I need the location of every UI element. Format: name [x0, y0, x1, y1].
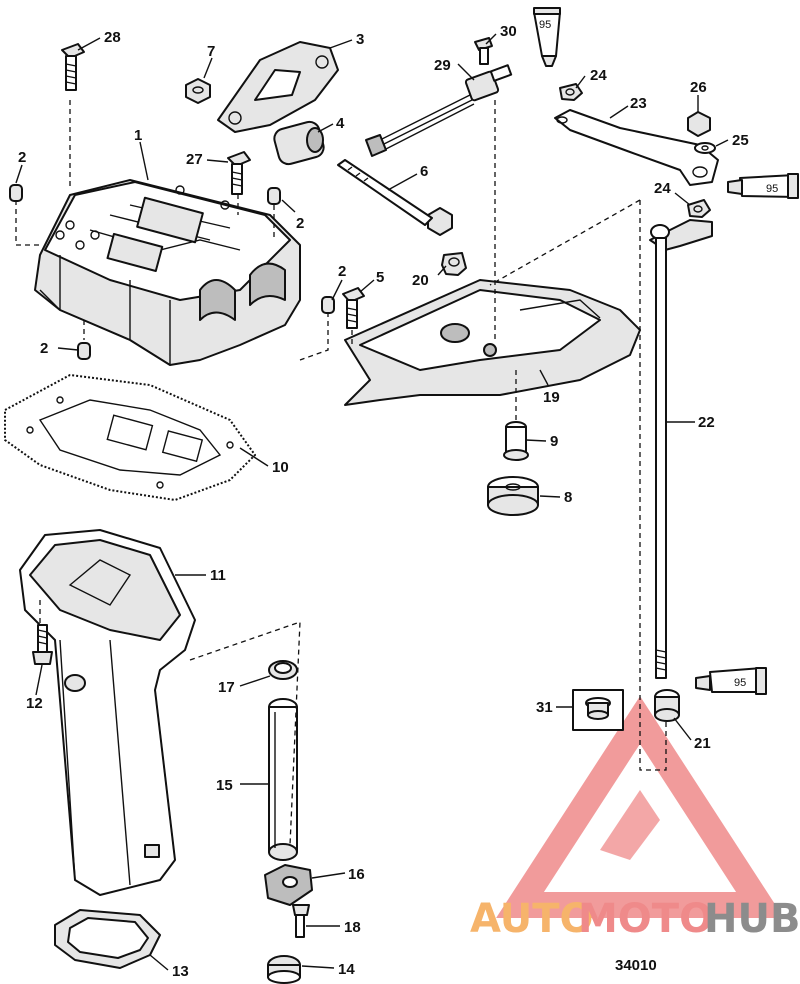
bushing-part-8 [487, 476, 539, 516]
callout-30: 30 [500, 23, 517, 40]
callout-2-c: 2 [338, 263, 346, 280]
screw-part-5 [342, 287, 365, 329]
callout-2-b: 2 [296, 215, 304, 232]
callout-25: 25 [732, 132, 749, 149]
seal-housing-part-16 [264, 864, 313, 906]
bushing-part-21 [654, 689, 680, 722]
callout-2-a: 2 [18, 149, 26, 166]
watermark-text-auto: AUTO [470, 896, 594, 942]
callout-2-d: 2 [40, 340, 48, 357]
callout-18: 18 [344, 919, 361, 936]
callout-31: 31 [536, 699, 553, 716]
callout-20: 20 [412, 272, 429, 289]
callout-9: 9 [550, 433, 558, 450]
callout-26: 26 [690, 79, 707, 96]
lubricant-tube-2-label: 95 [766, 183, 778, 195]
callout-28: 28 [104, 29, 121, 46]
callout-4: 4 [336, 115, 345, 132]
callout-labels: 28 1 2 2 2 2 3 7 4 6 27 5 20 19 9 8 10 1… [18, 23, 749, 980]
sensor-part-29 [365, 64, 513, 157]
dowel-pin-a-part-2 [9, 184, 23, 202]
nut-part-24-lower [687, 199, 711, 218]
callout-1: 1 [134, 127, 142, 144]
dowel-pin-b-part-2 [267, 187, 281, 205]
callout-14: 14 [338, 961, 355, 978]
driveshaft-housing-part-11 [19, 529, 196, 896]
grommet-part-14 [267, 955, 301, 984]
callout-29: 29 [434, 57, 451, 74]
callout-16: 16 [348, 866, 365, 883]
callout-7: 7 [207, 43, 215, 60]
screw-part-28 [61, 43, 85, 91]
tray-part-19 [344, 279, 641, 406]
lubricant-tube-1: 95 [533, 7, 561, 67]
watermark-text-hub: HUB [704, 896, 800, 942]
screw-part-6 [337, 159, 453, 236]
lubricant-tube-1-label: 95 [539, 19, 551, 31]
screw-part-27 [227, 151, 251, 195]
leader-lines [15, 33, 729, 971]
callout-3: 3 [356, 31, 364, 48]
callout-21: 21 [694, 735, 711, 752]
callout-15: 15 [216, 777, 233, 794]
screw-part-30 [474, 37, 493, 65]
grommet-part-17 [268, 660, 298, 680]
callout-6: 6 [420, 163, 428, 180]
nut-part-24-upper [559, 83, 583, 101]
callout-23: 23 [630, 95, 647, 112]
screw-part-18 [292, 904, 310, 938]
callout-5: 5 [376, 269, 384, 286]
callout-11: 11 [210, 567, 226, 584]
shift-shaft-part-22 [649, 219, 713, 679]
mount-part-4 [273, 120, 325, 166]
gasket-part-10 [4, 374, 256, 501]
callout-17: 17 [218, 679, 235, 696]
nut-part-26 [687, 111, 711, 137]
adaptor-plate-part-1 [34, 179, 301, 366]
assembly-lines [15, 100, 667, 846]
callout-12: 12 [26, 695, 43, 712]
lubricant-tube-2: 95 [727, 173, 799, 199]
callout-27: 27 [186, 151, 203, 168]
bushing-inset-part-31 [572, 689, 624, 731]
callout-8: 8 [564, 489, 572, 506]
mount-bracket-part-3 [217, 41, 339, 133]
watermark-text-moto: MOTO [578, 896, 713, 942]
seal-part-13 [54, 909, 161, 969]
callout-13: 13 [172, 963, 189, 980]
lubricant-tube-3: 95 [695, 667, 767, 695]
callout-24-a: 24 [590, 67, 607, 84]
callout-10: 10 [272, 459, 289, 476]
nut-part-7 [185, 78, 211, 104]
dowel-pin-d-part-2 [77, 342, 91, 360]
figure-number: 34010 [615, 957, 657, 974]
callout-22: 22 [698, 414, 715, 431]
watermark-logo: AUTO MOTO HUB [470, 696, 800, 942]
callout-19: 19 [543, 389, 560, 406]
link-part-23 [554, 109, 719, 186]
screw-part-12 [32, 624, 53, 665]
nut-part-20 [441, 252, 467, 276]
pin-part-9 [503, 421, 529, 461]
lubricant-tube-3-label: 95 [734, 677, 746, 689]
callout-24-b: 24 [654, 180, 671, 197]
washer-part-25 [694, 142, 716, 154]
